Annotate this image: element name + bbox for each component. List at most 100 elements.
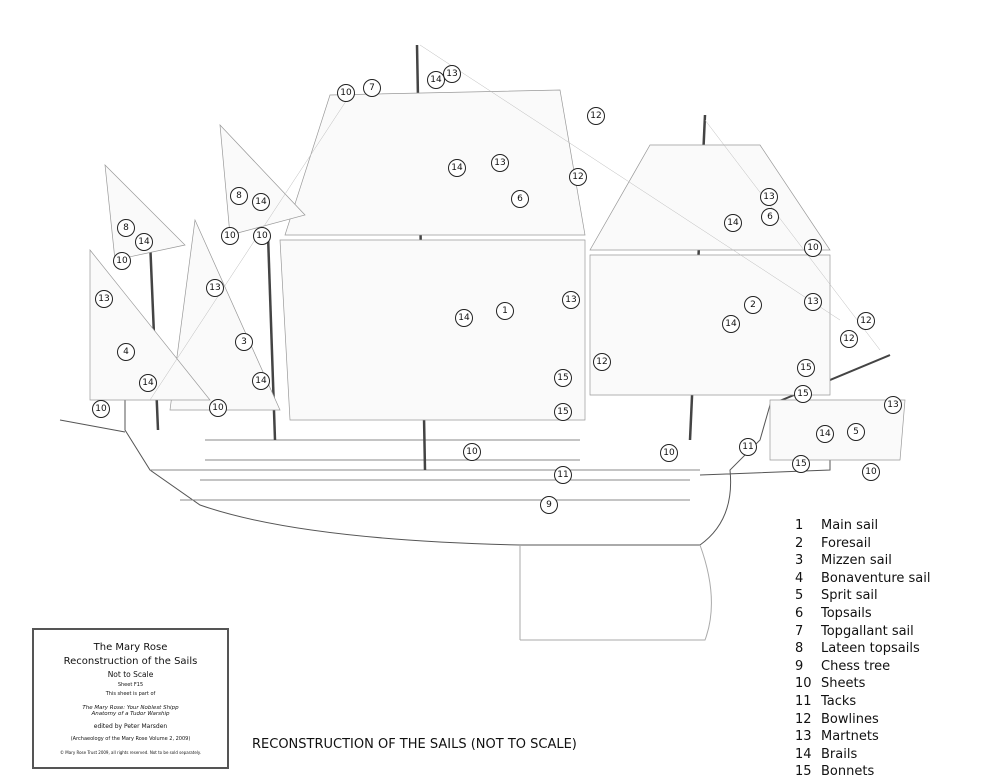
callout-number: 6 (761, 208, 779, 226)
legend-item: 8 Lateen topsails (795, 640, 931, 658)
book-line-1: The Mary Rose: Your Noblest Shipp (82, 705, 179, 711)
callout-number: 10 (862, 463, 880, 481)
callout-number: 10 (463, 443, 481, 461)
callout-number: 15 (794, 385, 812, 403)
main-topsail (284, 89, 586, 236)
legend-number: 9 (795, 658, 804, 674)
legend-item: 12 Bowlines (795, 711, 931, 729)
legend-item: 14 Brails (795, 746, 931, 764)
callout-number: 15 (797, 359, 815, 377)
legend-label: Martnets (821, 729, 879, 745)
callout-number: 12 (569, 168, 587, 186)
legend-item: 3 Mizzen sail (795, 552, 931, 570)
copyright: © Mary Rose Trust 2009, all rights reser… (60, 750, 201, 755)
callout-number: 13 (562, 291, 580, 309)
title-block: The Mary Rose Reconstruction of the Sail… (32, 628, 229, 769)
legend-number: 4 (795, 570, 804, 586)
legend-item: 9 Chess tree (795, 658, 931, 676)
callout-number: 12 (587, 107, 605, 125)
callout-number: 11 (739, 438, 757, 456)
legend-number: 15 (795, 764, 812, 780)
callout-number: 10 (221, 227, 239, 245)
callout-number: 10 (660, 444, 678, 462)
scale-note: Not to Scale (107, 670, 154, 679)
callout-number: 12 (857, 312, 875, 330)
callout-number: 11 (554, 466, 572, 484)
callout-number: 7 (363, 79, 381, 97)
callout-number: 13 (95, 290, 113, 308)
legend-item: 5 Sprit sail (795, 587, 931, 605)
legend-item: 10 Sheets (795, 675, 931, 693)
legend-item: 11 Tacks (795, 693, 931, 711)
part-of: This sheet is part of (105, 691, 156, 697)
callout-number: 12 (840, 330, 858, 348)
legend-label: Tacks (821, 693, 857, 709)
callout-number: 6 (511, 190, 529, 208)
hull (124, 400, 831, 546)
legend-item: 13 Martnets (795, 728, 931, 746)
legend-number: 7 (795, 623, 804, 639)
callout-number: 8 (117, 219, 135, 237)
legend-number: 6 (795, 605, 804, 621)
legend-label: Sheets (821, 676, 866, 692)
callout-number: 12 (593, 353, 611, 371)
callout-number: 14 (455, 309, 473, 327)
legend-item: 15 Bonnets (795, 763, 931, 781)
callout-number: 14 (816, 425, 834, 443)
foresail (589, 254, 831, 396)
callout-number: 15 (554, 369, 572, 387)
legend-number: 13 (795, 729, 812, 745)
legend-number: 5 (795, 588, 804, 604)
legend-label: Mizzen sail (821, 553, 892, 569)
sheet-number: Sheet F15 (117, 682, 144, 688)
legend-label: Main sail (821, 518, 879, 533)
callout-number: 14 (724, 214, 742, 232)
callout-number: 13 (884, 396, 902, 414)
callout-number: 14 (252, 193, 270, 211)
legend-item: 1 Main sail (795, 517, 931, 535)
legend-number: 2 (795, 535, 804, 551)
legend-label: Chess tree (821, 658, 891, 674)
callout-number: 5 (847, 423, 865, 441)
legend-label: Sprit sail (821, 588, 878, 604)
callout-number: 13 (760, 188, 778, 206)
callout-number: 13 (491, 154, 509, 172)
callout-number: 13 (206, 279, 224, 297)
editor: edited by Peter Marsden (93, 723, 168, 730)
title: The Mary Rose (93, 642, 168, 653)
callout-number: 9 (540, 496, 558, 514)
callout-number: 14 (139, 374, 157, 392)
callout-number: 15 (554, 403, 572, 421)
legend-label: Bonaventure sail (821, 570, 931, 586)
legend-item: 4 Bonaventure sail (795, 570, 931, 588)
legend-number: 12 (795, 711, 812, 727)
subtitle: Reconstruction of the Sails (63, 656, 198, 667)
lateen-topsail-mizzen (219, 124, 306, 236)
callout-number: 2 (744, 296, 762, 314)
legend-number: 14 (795, 746, 812, 762)
legend-number: 3 (795, 553, 804, 569)
callout-number: 14 (722, 315, 740, 333)
book-line-2: Anatomy of a Tudor Warship (91, 711, 170, 717)
legend-label: Brails (821, 746, 858, 762)
legend-number: 11 (795, 693, 812, 709)
legend-number: 1 (795, 518, 804, 533)
legend-label: Bowlines (821, 711, 879, 727)
legend-label: Lateen topsails (821, 641, 920, 657)
legend-number: 8 (795, 641, 804, 657)
main-sail (279, 239, 586, 421)
callout-number: 10 (804, 239, 822, 257)
callout-number: 10 (337, 84, 355, 102)
callout-number: 8 (230, 187, 248, 205)
legend-label: Bonnets (821, 764, 875, 780)
legend-number: 10 (795, 676, 812, 692)
callout-number: 14 (135, 233, 153, 251)
series: (Archaeology of the Mary Rose Volume 2, … (70, 736, 191, 742)
callout-number: 4 (117, 343, 135, 361)
callout-number: 10 (92, 400, 110, 418)
callout-number: 10 (209, 399, 227, 417)
